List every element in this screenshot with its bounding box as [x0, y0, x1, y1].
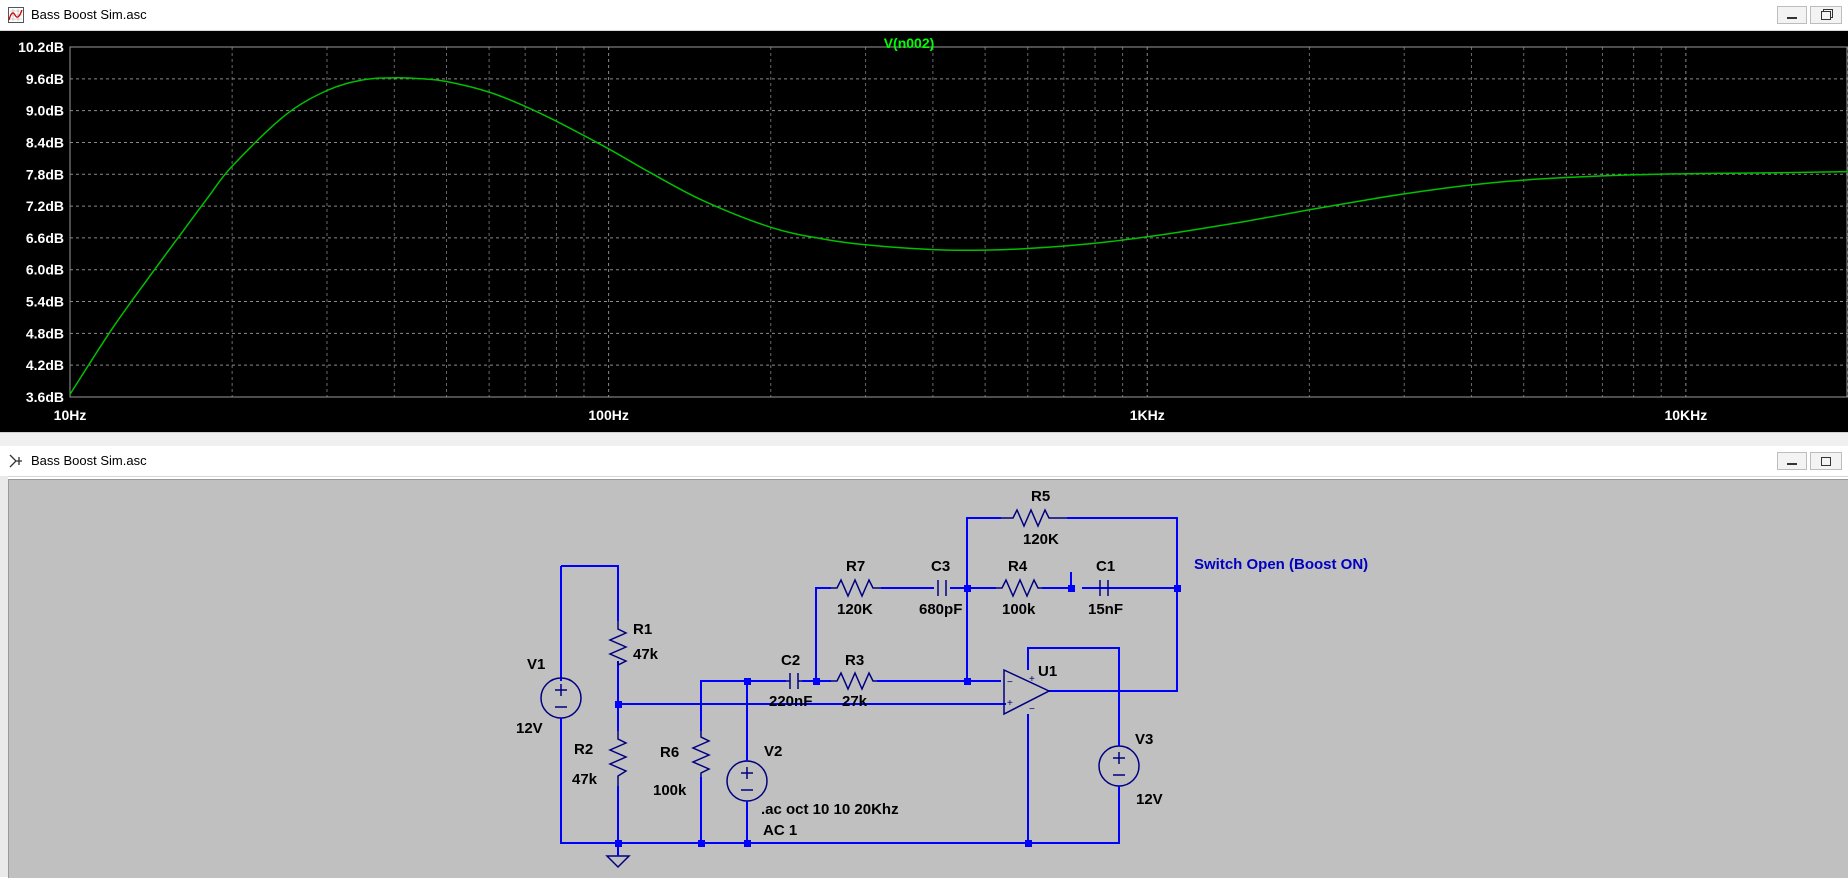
waveform-icon: [8, 7, 24, 23]
r5-name: R5: [1031, 488, 1050, 505]
plot-window: Bass Boost Sim.asc 10.2dB 9.6dB 9.0dB 8.4dB…: [0, 0, 1848, 432]
wire[interactable]: [560, 734, 1120, 844]
schematic-left-trim: [0, 476, 8, 877]
y-tick-label: 9.0dB: [26, 103, 64, 119]
v1-name: V1: [527, 656, 545, 673]
bode-plot[interactable]: 10.2dB 9.6dB 9.0dB 8.4dB 7.8dB 7.2dB 6.6dB 6.0d…: [0, 31, 1848, 432]
r1-value: 47k: [633, 646, 659, 663]
y-tick-label: 7.8dB: [26, 166, 64, 182]
y-tick-label: 4.8dB: [26, 325, 64, 341]
resistor-r3[interactable]: [831, 671, 877, 691]
capacitor-c2[interactable]: [786, 673, 802, 689]
r5-value: 120K: [1023, 531, 1059, 548]
c3-value: 680pF: [919, 601, 962, 618]
schematic-canvas[interactable]: − + + − V1 12V R1 47k R2 47k R6 100k V2 .a…: [8, 479, 1848, 878]
schematic-drawing[interactable]: − + + − V1 12V R1 47k R2 47k R6 100k V2 .a…: [9, 480, 1848, 878]
voltage-source-v2[interactable]: [726, 760, 768, 802]
c3-name: C3: [931, 558, 950, 575]
opamp-u1[interactable]: [1003, 668, 1051, 716]
wire[interactable]: [815, 587, 831, 681]
r7-value: 120K: [837, 601, 873, 618]
resistor-r5[interactable]: [1001, 508, 1067, 528]
x-tick-label: 1KHz: [1130, 407, 1165, 423]
schematic-window-titlebar[interactable]: Bass Boost Sim.asc: [0, 446, 1848, 477]
r4-name: R4: [1008, 558, 1028, 575]
resistor-r4[interactable]: [996, 578, 1042, 598]
wire[interactable]: [966, 517, 1001, 681]
restore-button[interactable]: [1810, 452, 1842, 470]
wire[interactable]: [700, 680, 747, 731]
r6-value: 100k: [653, 782, 687, 799]
r6-name: R6: [660, 744, 679, 761]
r3-name: R3: [845, 652, 864, 669]
restore-button[interactable]: [1810, 6, 1842, 24]
wire[interactable]: [1027, 647, 1120, 741]
restore-icon: [1821, 456, 1831, 466]
voltage-source-v1[interactable]: [540, 677, 582, 719]
svg-text:+: +: [1007, 698, 1013, 709]
y-tick-label: 7.2dB: [26, 198, 64, 214]
minimize-icon: [1787, 17, 1797, 19]
minimize-button[interactable]: [1777, 452, 1807, 470]
resistor-r2[interactable]: [608, 731, 628, 786]
plot-area[interactable]: 10.2dB 9.6dB 9.0dB 8.4dB 7.8dB 7.2dB 6.6dB 6.0d…: [0, 31, 1848, 432]
c1-value: 15nF: [1088, 601, 1123, 618]
y-tick-label: 8.4dB: [26, 134, 64, 150]
r2-name: R2: [574, 741, 593, 758]
series-line-v-n002[interactable]: [69, 77, 1848, 395]
y-tick-label: 6.0dB: [26, 262, 64, 278]
c2-value: 220nF: [769, 693, 812, 710]
y-tick-label: 10.2dB: [18, 39, 64, 55]
restore-icon: [1821, 10, 1831, 20]
v1-value: 12V: [516, 720, 543, 737]
plot-window-titlebar[interactable]: Bass Boost Sim.asc: [0, 0, 1848, 31]
r3-value: 27k: [842, 693, 868, 710]
v2-value2: AC 1: [763, 822, 797, 839]
minimize-icon: [1787, 463, 1797, 465]
u1-name: U1: [1038, 663, 1057, 680]
wire[interactable]: [1049, 517, 1178, 692]
y-tick-label: 4.2dB: [26, 357, 64, 373]
x-tick-label: 10Hz: [54, 407, 87, 423]
capacitor-c3[interactable]: [937, 580, 947, 596]
c2-name: C2: [781, 652, 800, 669]
y-tick-label: 6.6dB: [26, 230, 64, 246]
resistor-r7[interactable]: [831, 578, 881, 598]
schematic-icon: [9, 454, 22, 468]
minimize-button[interactable]: [1777, 6, 1807, 24]
y-tick-label: 5.4dB: [26, 294, 64, 310]
r7-name: R7: [846, 558, 865, 575]
v2-value: .ac oct 10 10 20Khz: [761, 801, 899, 818]
voltage-source-v3[interactable]: [1098, 745, 1140, 787]
window-divider[interactable]: [0, 432, 1848, 447]
c1-name: C1: [1096, 558, 1115, 575]
svg-text:−: −: [1007, 677, 1013, 688]
capacitor-c1[interactable]: [1099, 580, 1109, 596]
y-tick-label: 9.6dB: [26, 71, 64, 87]
junctions: [615, 585, 1181, 847]
resistor-r1[interactable]: [608, 621, 628, 667]
plot-window-title: Bass Boost Sim.asc: [31, 7, 147, 22]
wire[interactable]: [561, 565, 619, 621]
resistor-r6[interactable]: [691, 731, 711, 777]
ground-symbol: [605, 855, 631, 869]
svg-text:−: −: [1029, 704, 1035, 715]
v2-name: V2: [764, 743, 782, 760]
plot-frame: [69, 46, 1848, 398]
r1-name: R1: [633, 621, 652, 638]
x-tick-label: 10KHz: [1664, 407, 1707, 423]
switch-note[interactable]: Switch Open (Boost ON): [1194, 556, 1368, 573]
x-tick-label: 100Hz: [588, 407, 628, 423]
v3-name: V3: [1135, 731, 1153, 748]
r2-value: 47k: [572, 771, 598, 788]
trace-title[interactable]: V(n002): [884, 35, 935, 51]
y-tick-label: 3.6dB: [26, 389, 64, 405]
schematic-window-title: Bass Boost Sim.asc: [31, 453, 147, 468]
schematic-window: Bass Boost Sim.asc: [0, 446, 1848, 878]
r4-value: 100k: [1002, 601, 1036, 618]
svg-text:+: +: [1029, 674, 1035, 685]
v3-value: 12V: [1136, 791, 1163, 808]
